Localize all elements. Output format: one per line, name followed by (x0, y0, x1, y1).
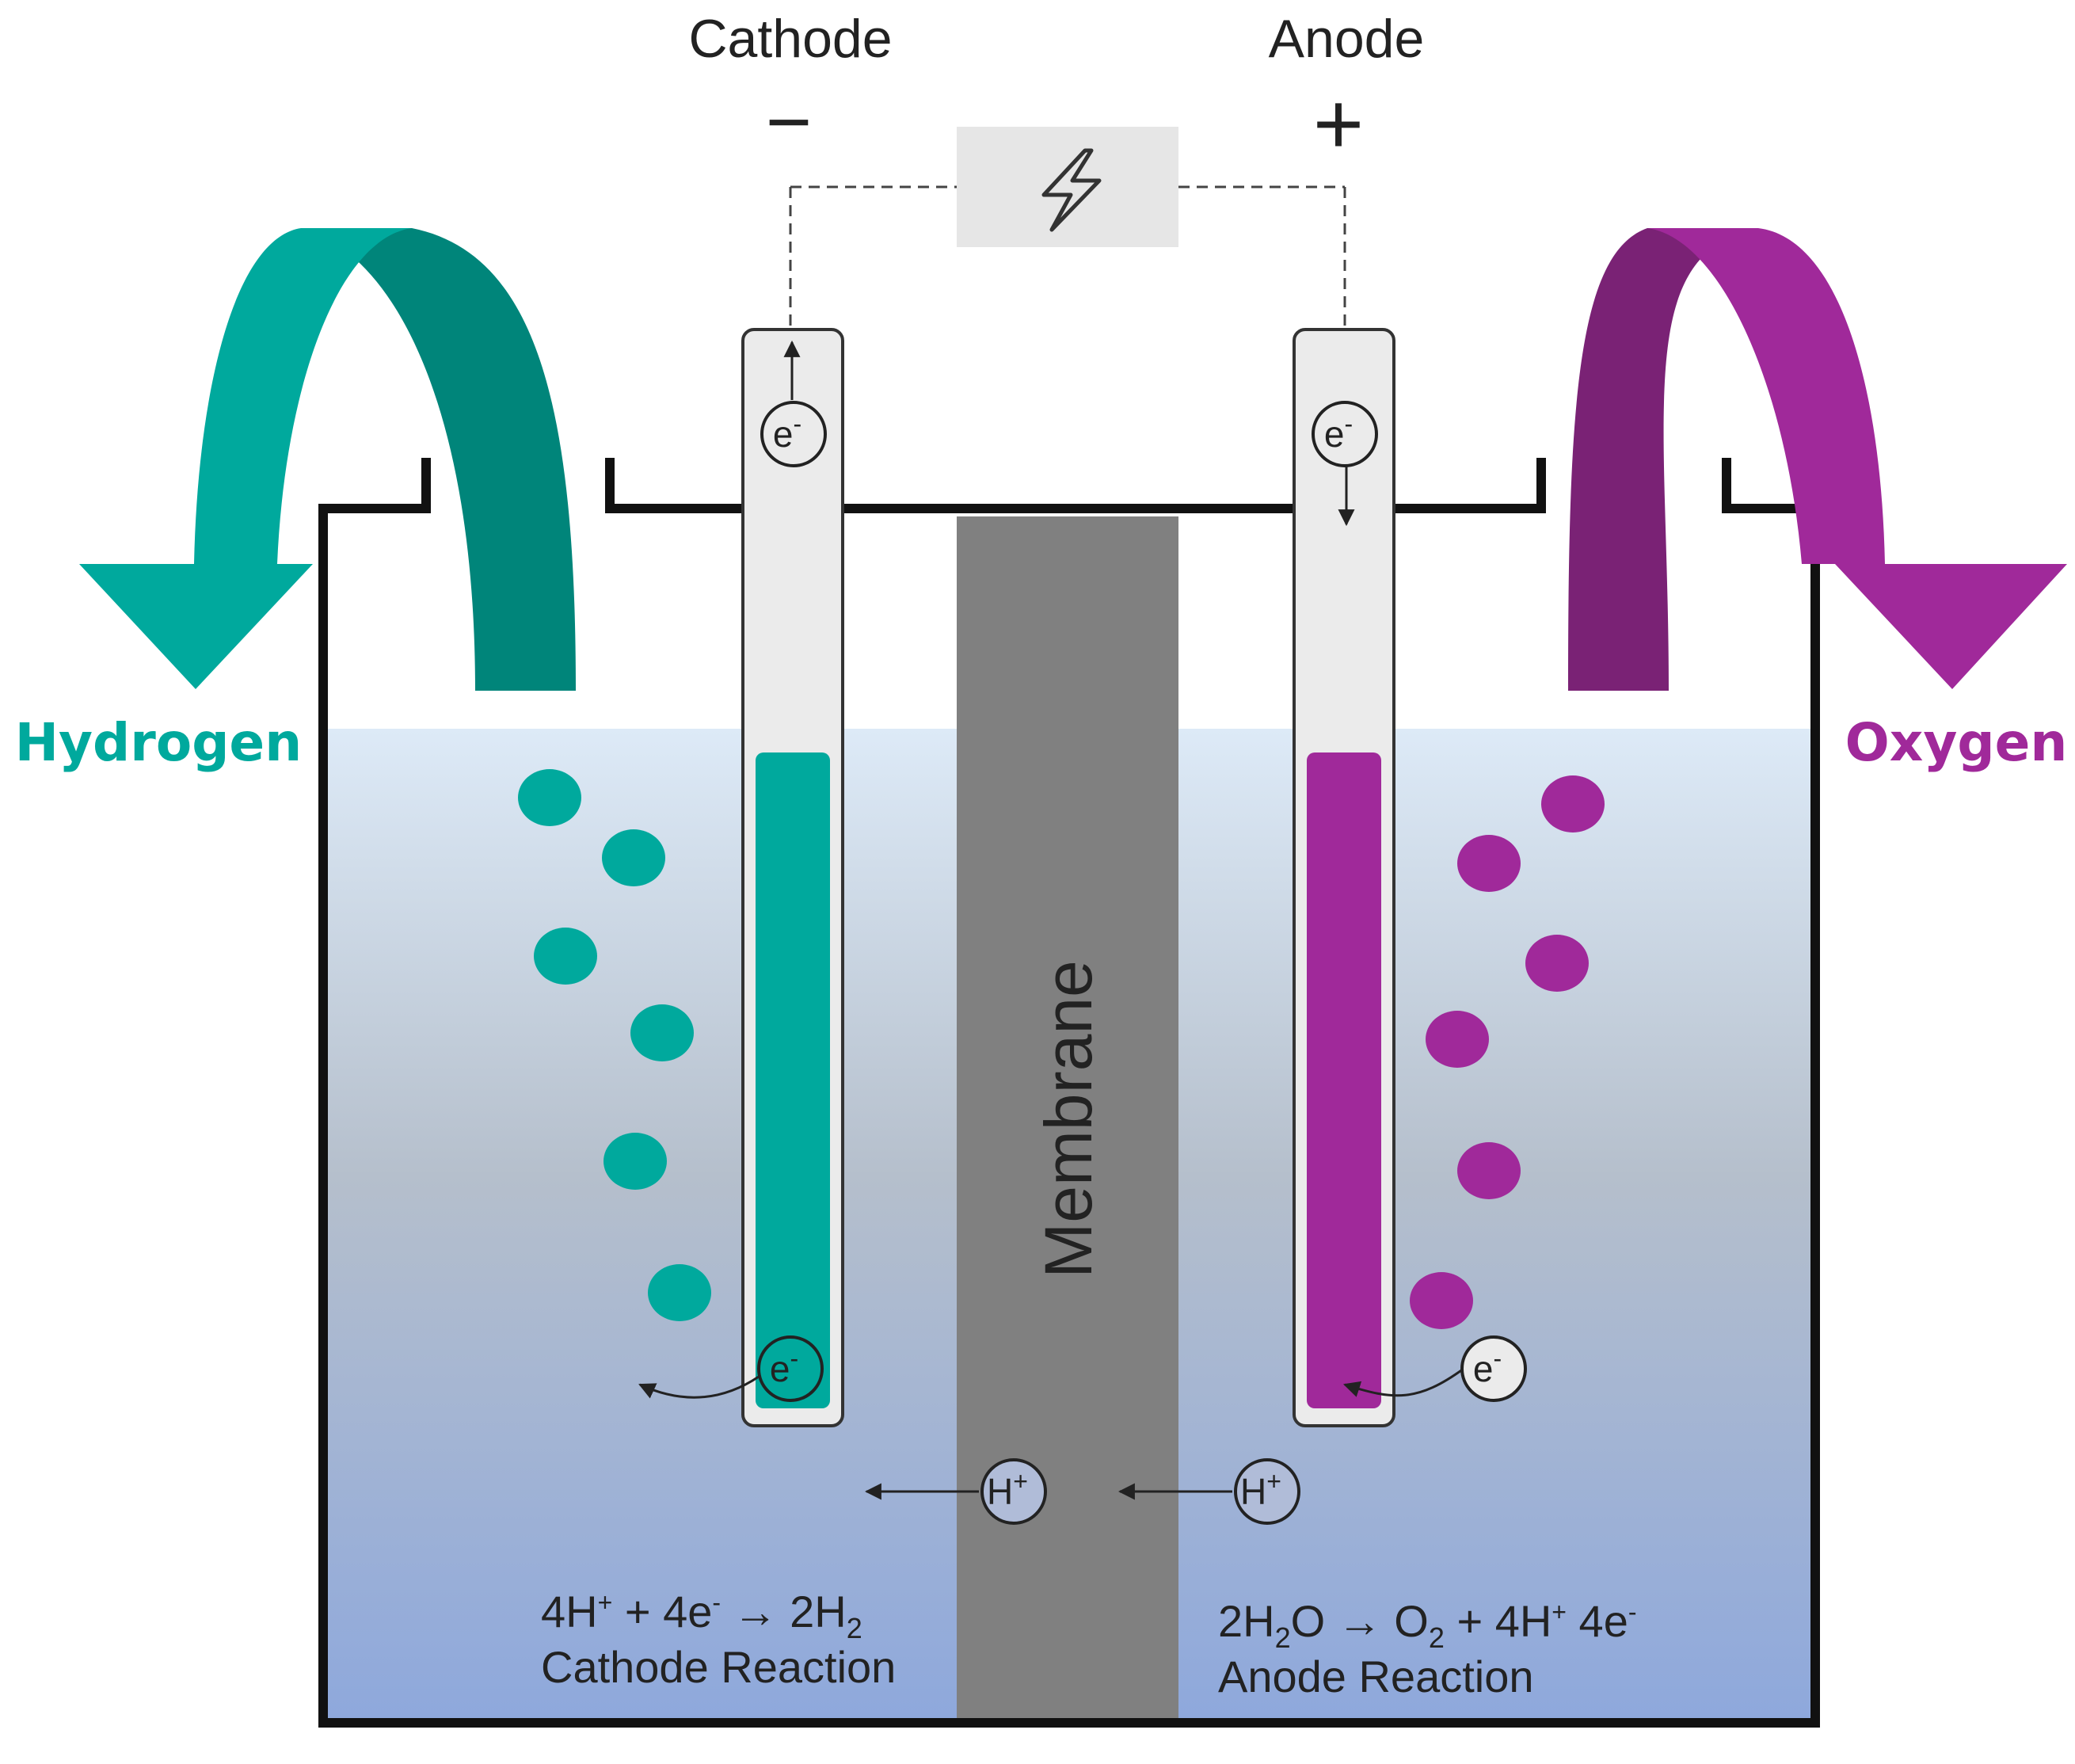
oxygen-bubble (1410, 1272, 1473, 1329)
cathode-electron-release-arrow (638, 1375, 760, 1399)
cathode-label: Cathode (688, 9, 892, 69)
hydrogen-bubble (630, 1004, 694, 1061)
hydrogen-bubble (602, 829, 665, 886)
oxygen-bubble (1525, 935, 1589, 992)
curved-arrow-right-icon (1568, 228, 1758, 691)
oxygen-bubble (1541, 775, 1605, 832)
hydrogen-bubble (534, 928, 597, 985)
anode-electron-capture-arrow (1343, 1367, 1464, 1397)
curved-arrow-left-icon (301, 228, 576, 691)
oxygen-flow-arrow (1568, 228, 2067, 691)
svg-text:e-: e- (773, 410, 801, 455)
anode-electrode (1293, 328, 1395, 1427)
proton-badge-2: H+ (1234, 1458, 1300, 1525)
oxygen-bubbles (1410, 775, 1605, 1329)
container-lid-center (605, 458, 1546, 513)
membrane (957, 516, 1178, 1720)
hydrogen-label: Hydrogen (15, 712, 302, 773)
cathode-electrode (741, 328, 844, 1427)
container-right-wall (1722, 458, 1820, 1723)
anode-reaction-caption: Anode Reaction (1218, 1652, 1534, 1701)
oxygen-bubble (1457, 835, 1521, 892)
electron-badge-cathode-top: e- (760, 401, 827, 467)
cathode-equation: 4H+ + 4e- → 2H2 (541, 1587, 862, 1644)
electron-badge-cathode-bottom: e- (757, 1335, 824, 1402)
hydrogen-flow-arrow (79, 228, 576, 691)
cathode-active-area (756, 752, 830, 1408)
proton-badge-1: H+ (980, 1458, 1047, 1525)
hydrogen-bubbles (518, 769, 711, 1321)
cathode-sign: − (766, 78, 812, 166)
lightning-bolt-icon (1041, 148, 1102, 232)
svg-text:e-: e- (1324, 410, 1353, 455)
hydrogen-bubble (603, 1133, 667, 1190)
svg-text:e-: e- (1473, 1344, 1502, 1389)
oxygen-bubble (1457, 1142, 1521, 1199)
electron-badge-anode-bottom: e- (1460, 1335, 1527, 1402)
hydrogen-bubble (648, 1264, 711, 1321)
svg-text:H+: H+ (987, 1467, 1028, 1512)
hydrogen-bubble (518, 769, 581, 826)
membrane-label: Membrane (1031, 960, 1106, 1278)
svg-text:H+: H+ (1240, 1467, 1281, 1512)
oxygen-label: Oxygen (1845, 712, 2068, 773)
anode-active-area (1307, 752, 1381, 1408)
anode-sign: + (1313, 75, 1364, 173)
electron-badge-anode-top: e- (1312, 401, 1378, 467)
power-source (957, 127, 1178, 247)
anode-label: Anode (1269, 9, 1425, 69)
svg-text:e-: e- (770, 1344, 798, 1389)
oxygen-bubble (1426, 1011, 1489, 1068)
container-left-wall (318, 458, 431, 1723)
cathode-reaction-caption: Cathode Reaction (541, 1642, 896, 1692)
anode-equation: 2H2O → O2 + 4H+ 4e- (1218, 1596, 1637, 1654)
